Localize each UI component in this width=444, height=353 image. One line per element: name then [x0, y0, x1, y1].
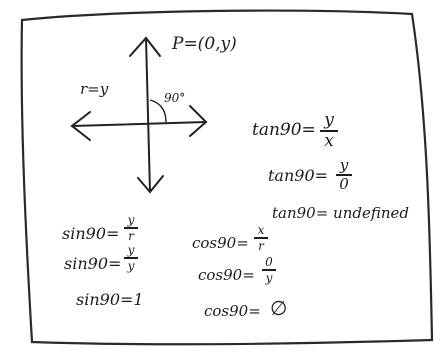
sin-line1-num: y [127, 213, 135, 227]
cos-line2-fraction: 0 y [262, 256, 276, 284]
tan-line1-bar [320, 130, 338, 132]
sin-line1-den: r [128, 228, 134, 243]
sin-line1-fraction: y r [124, 214, 138, 242]
cos-line1-fraction: x r [254, 224, 268, 252]
cos-line2-lhs: cos90= [198, 266, 255, 284]
angle-arc [149, 99, 167, 123]
sin-line2-den: y [127, 258, 135, 273]
sin-result: sin90=1 [76, 290, 144, 309]
sin-line2-num: y [127, 243, 135, 257]
sin-line2-lhs: sin90= [64, 254, 122, 273]
sin-line2-bar [124, 257, 138, 259]
cos-line2-num: 0 [265, 255, 273, 269]
cos-line2-den: y [265, 270, 273, 285]
tan-line2-den: 0 [339, 174, 349, 193]
sin-line1-bar [124, 227, 138, 229]
y-axis [129, 36, 164, 194]
tan-line1-lhs: tan90= [252, 120, 316, 140]
tan-line1-fraction: y x [320, 112, 338, 150]
tan-result: tan90= undefined [272, 204, 409, 222]
card-border [20, 9, 434, 346]
cos-line1-num: x [257, 223, 265, 237]
empty-set-symbol: ∅ [270, 296, 288, 320]
sin-line1-lhs: sin90= [62, 224, 120, 243]
cos-line1-lhs: cos90= [192, 234, 249, 252]
radius-label: r=y [80, 80, 109, 98]
point-label: P=(0,y) [172, 34, 237, 54]
tan-line2-num: y [339, 156, 349, 174]
angle-label: 90° [164, 91, 186, 105]
tan-line2-lhs: tan90= [268, 166, 329, 185]
tan-line2-bar [336, 174, 352, 176]
cos-line2-bar [262, 269, 276, 271]
tan-line1-num: y [324, 110, 334, 130]
cos-line1-den: r [258, 238, 264, 253]
x-axis [70, 105, 208, 141]
cos-result: cos90= [204, 302, 261, 320]
cos-line1-bar [254, 237, 268, 239]
tan-line2-fraction: y 0 [336, 158, 352, 192]
sin-line2-fraction: y y [124, 244, 138, 272]
tan-line1-den: x [324, 130, 334, 151]
